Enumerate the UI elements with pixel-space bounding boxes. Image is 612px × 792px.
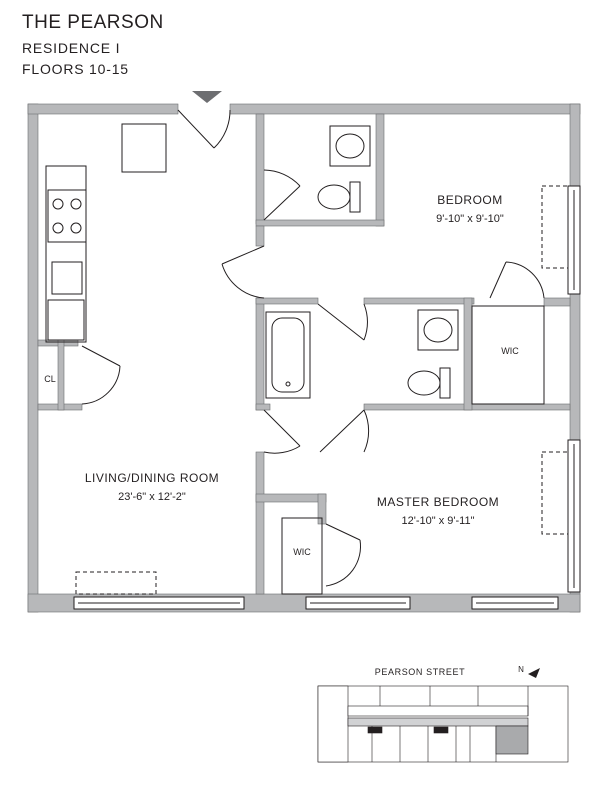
sink-lower: [423, 317, 453, 343]
wall-bath1-left: [255, 113, 265, 225]
wall-top-left: [27, 103, 179, 115]
street-label: PEARSON STREET: [375, 667, 465, 677]
wall-left: [27, 103, 39, 613]
north-label: N: [518, 665, 524, 674]
bath1-door-swing: [263, 169, 301, 221]
toilet-bowl-upper: [317, 184, 351, 210]
keyplan-band-mid: [347, 717, 529, 727]
living-console-dashed: [75, 571, 157, 595]
wic-lower-door-swing: [325, 523, 361, 587]
fixtures: [45, 91, 569, 595]
closet-door-swing: [81, 345, 121, 405]
vanity-upper: [329, 125, 371, 167]
bathtub: [265, 311, 311, 399]
windows: [73, 185, 581, 610]
dishwasher: [47, 299, 85, 341]
living-door-swing: [221, 245, 265, 299]
toilet-bowl-lower: [407, 370, 441, 396]
wall-cl-right: [57, 339, 65, 411]
keyplan-band-top: [347, 705, 529, 717]
living-size: 23'-6" x 12'-2": [118, 491, 186, 503]
bath2-door-swing: [317, 303, 368, 341]
wall-master-top: [255, 493, 327, 503]
vanity-lower: [417, 309, 459, 351]
burner-icon: [52, 222, 64, 234]
refrigerator: [121, 123, 167, 173]
bedroom-label: BEDROOM: [437, 193, 503, 207]
wall-top-right: [229, 103, 581, 115]
residence-label: RESIDENCE I: [22, 40, 121, 56]
toilet-tank-lower: [439, 367, 451, 399]
wic-lower-label: WIC: [293, 547, 311, 557]
bedroom-closet-dashed: [541, 185, 569, 269]
living-label: LIVING/DINING ROOM: [85, 471, 219, 485]
master-size: 12'-10" x 9'-11": [402, 515, 475, 527]
wall-bath2-bottom: [255, 403, 271, 411]
stove: [47, 189, 87, 243]
wall-master-left: [255, 451, 265, 595]
bedroom-size: 9'-10" x 9'-10": [436, 213, 504, 225]
entry-arrow-icon: [192, 91, 222, 103]
wall-bath1-bottom: [255, 219, 385, 227]
closet-label: CL: [44, 374, 56, 384]
keyplan-stair: [433, 726, 449, 734]
sink-upper: [335, 133, 365, 159]
burner-icon: [70, 198, 82, 210]
wall-living-right: [255, 225, 265, 247]
toilet-tank-upper: [349, 181, 361, 213]
building-name: THE PEARSON: [22, 12, 164, 33]
kitchen-sink: [51, 261, 83, 295]
bedroom-door-swing: [319, 409, 370, 453]
wall-bath2-top: [255, 297, 319, 305]
wall-bath2-top-right: [363, 297, 475, 305]
master-closet-dashed: [541, 451, 569, 535]
wic-upper-shelf: [471, 305, 545, 405]
key-plan: PEARSON STREET N: [317, 665, 569, 763]
burner-icon: [52, 198, 64, 210]
master-door-swing: [263, 409, 301, 454]
wic-lower-shelf: [281, 517, 323, 595]
entry-door-swing: [177, 109, 231, 149]
wic-upper-label: WIC: [501, 346, 519, 356]
drain-icon: [285, 381, 291, 387]
burner-icon: [70, 222, 82, 234]
keyplan-elevator: [367, 726, 383, 734]
wall-bath1-right: [375, 113, 385, 227]
master-label: MASTER BEDROOM: [377, 495, 499, 509]
kitchen-counter: [45, 165, 87, 343]
keyplan-unit-highlight: [495, 725, 529, 755]
wall-wic1-top-right: [543, 297, 571, 307]
wall-wic1-left: [463, 297, 473, 411]
keyplan-wing-left: [317, 685, 349, 763]
wall-bath2-left: [255, 297, 265, 411]
bathtub-inner: [271, 317, 305, 393]
wic-upper-door-swing: [489, 261, 545, 299]
floors-label: FLOORS 10-15: [22, 61, 129, 77]
north-arrow-icon: [528, 668, 540, 678]
